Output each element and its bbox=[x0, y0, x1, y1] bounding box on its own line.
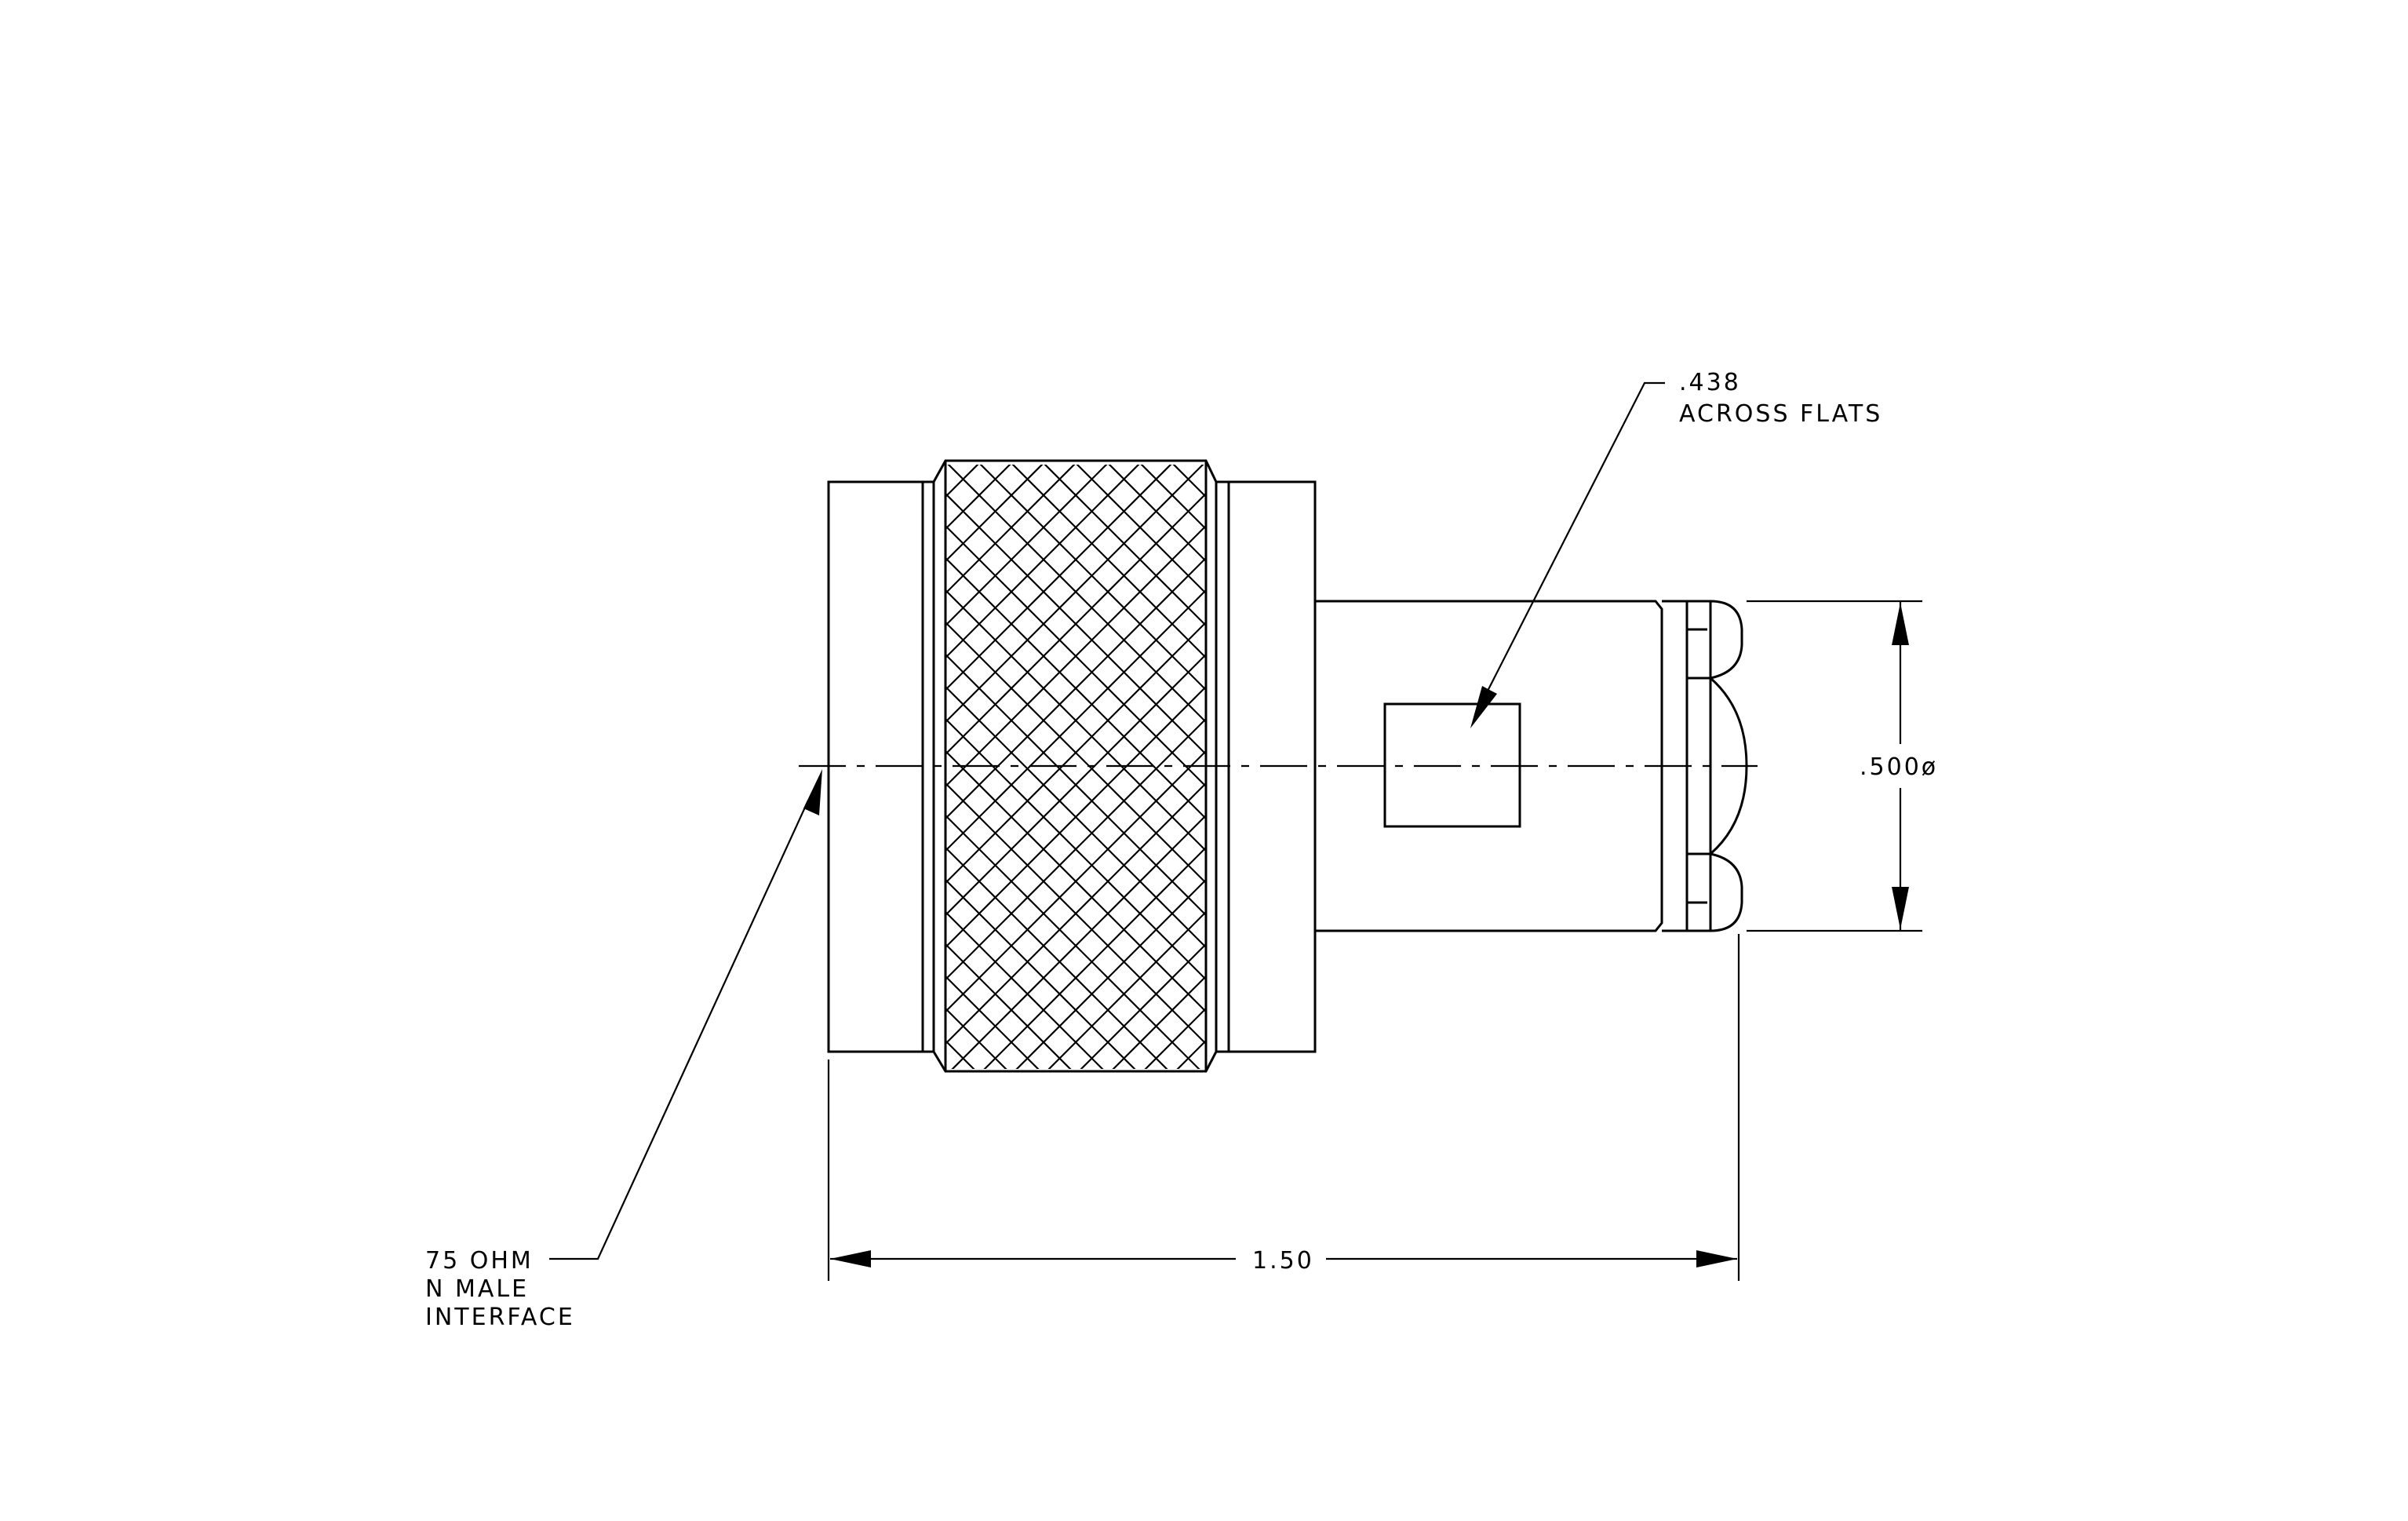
knurl-line bbox=[1047, 911, 1206, 1069]
nut-bottom-edge bbox=[923, 1050, 1229, 1073]
knurl-line bbox=[945, 1073, 1206, 1333]
knurl-line bbox=[1140, 465, 1206, 530]
interface-callout: 75 OHM N MALE INTERFACE bbox=[425, 769, 822, 1331]
knurl-line bbox=[945, 589, 1206, 852]
diameter-dimension: .500ø bbox=[1747, 600, 1938, 932]
knurl-line bbox=[983, 847, 1206, 1069]
length-arrow-right bbox=[1696, 1250, 1737, 1268]
knurl-line bbox=[1144, 1008, 1206, 1069]
hex-face-top bbox=[1710, 600, 1743, 680]
knurl-line bbox=[945, 686, 1206, 948]
knurl-line bbox=[945, 1073, 1206, 1333]
knurl-line bbox=[945, 1008, 1007, 1069]
knurl-line bbox=[1176, 1040, 1206, 1069]
diameter-arrow-bottom bbox=[1892, 887, 1909, 929]
knurl-line bbox=[945, 204, 1206, 465]
knurl-line bbox=[945, 654, 1206, 916]
knurl-line bbox=[945, 465, 1044, 562]
knurl-line bbox=[945, 750, 1206, 1012]
knurl-line bbox=[945, 943, 1072, 1069]
knurl-line bbox=[945, 465, 1204, 723]
knurl-line bbox=[1172, 465, 1206, 498]
knurl-line bbox=[945, 1040, 975, 1069]
knurl-line bbox=[945, 465, 1172, 691]
knurl-line bbox=[945, 1105, 1206, 1366]
nut-top-edge bbox=[923, 459, 1229, 483]
knurl-line bbox=[945, 976, 1040, 1069]
knurl-line bbox=[945, 525, 1206, 787]
flats-text: ACROSS FLATS bbox=[1679, 400, 1882, 428]
diameter-arrow-top bbox=[1892, 603, 1909, 645]
knurl-line bbox=[945, 465, 1076, 594]
knurl-line bbox=[945, 718, 1206, 980]
knurl-line bbox=[945, 1169, 1206, 1430]
hex-face-bottom bbox=[1710, 852, 1743, 932]
knurl-line bbox=[945, 465, 1011, 530]
flats-callout: .438 ACROSS FLATS bbox=[1470, 369, 1882, 728]
flats-value: .438 bbox=[1679, 369, 1741, 396]
flats-arrow bbox=[1470, 686, 1497, 728]
length-label: 1.50 bbox=[1252, 1247, 1314, 1275]
knurl-line bbox=[945, 465, 1108, 626]
knurl-line bbox=[945, 204, 1206, 465]
length-arrow-left bbox=[830, 1250, 871, 1268]
knurl-line bbox=[945, 1266, 1206, 1521]
interface-leader bbox=[549, 800, 809, 1260]
knurl-line bbox=[1108, 465, 1206, 562]
knurl-line bbox=[945, 1202, 1206, 1462]
diameter-label: .500ø bbox=[1860, 753, 1938, 781]
knurl-line bbox=[945, 1202, 1206, 1462]
interface-line-3: INTERFACE bbox=[425, 1304, 575, 1331]
knurl-line bbox=[945, 622, 1206, 884]
knurl-line bbox=[945, 493, 1206, 755]
knurl-line bbox=[945, 465, 1140, 658]
interface-line-1: 75 OHM bbox=[425, 1247, 534, 1275]
knurl-line bbox=[945, 465, 979, 498]
knurl-line bbox=[945, 1234, 1206, 1494]
knurl-line bbox=[945, 1137, 1206, 1398]
length-dimension: 1.50 bbox=[827, 934, 1740, 1281]
knurl-line bbox=[1076, 465, 1206, 594]
knurl-line bbox=[945, 1137, 1206, 1398]
knurl-line bbox=[1080, 943, 1206, 1069]
knurl-line bbox=[951, 815, 1206, 1069]
knurl-line bbox=[945, 1234, 1206, 1494]
knurl-line bbox=[945, 557, 1206, 819]
coupling-nut bbox=[827, 459, 1317, 1073]
knurl-line bbox=[1015, 879, 1206, 1069]
knurl-line bbox=[945, 1298, 1206, 1521]
interface-arrow bbox=[803, 769, 822, 815]
knurl-line bbox=[945, 1266, 1206, 1521]
knurl-line bbox=[945, 1169, 1206, 1430]
knurl-line bbox=[945, 782, 1206, 1045]
knurl-line bbox=[945, 1298, 1206, 1521]
knurl-line bbox=[945, 1105, 1206, 1366]
knurl-line bbox=[1112, 976, 1206, 1069]
flats-leader bbox=[1481, 381, 1665, 702]
knurl-pattern bbox=[945, 204, 1206, 1521]
interface-line-2: N MALE bbox=[425, 1275, 529, 1303]
